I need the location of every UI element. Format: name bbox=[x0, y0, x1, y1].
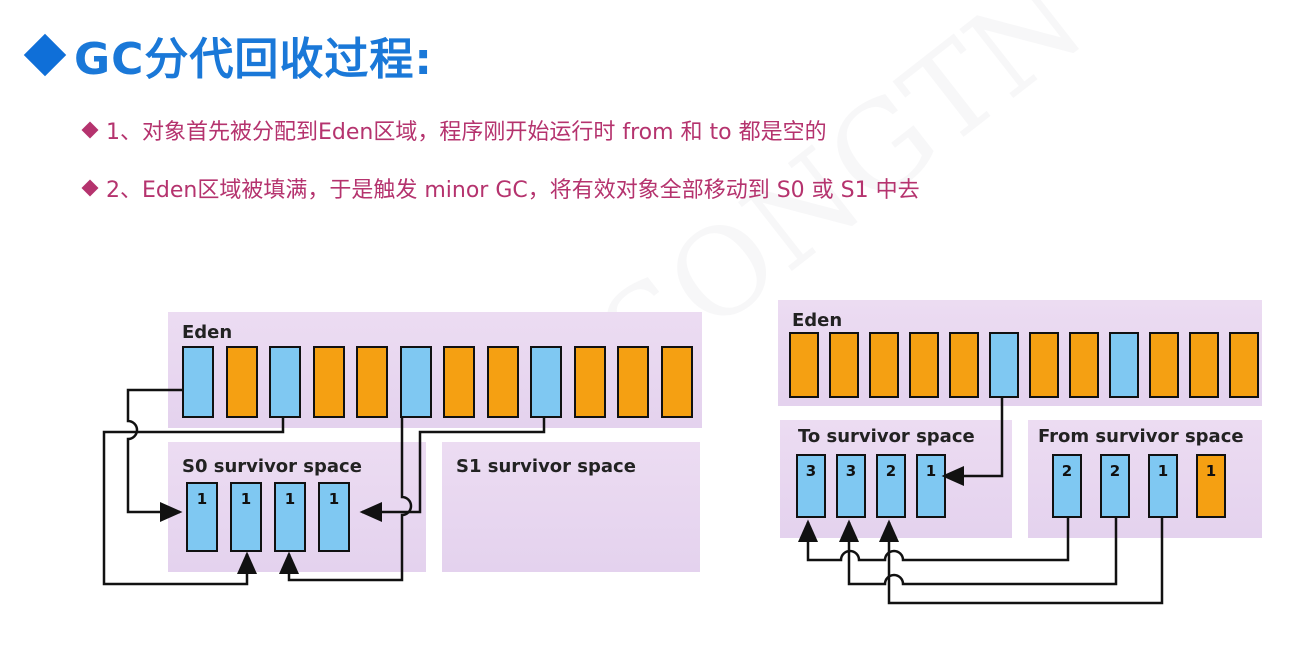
right-to-cell-2: 3 bbox=[836, 454, 866, 518]
right-line-from3-to-to bbox=[879, 518, 1164, 605]
left-eden-cell-6 bbox=[399, 346, 432, 418]
right-eden-label: Eden bbox=[792, 310, 843, 331]
left-eden-cell-12 bbox=[660, 346, 693, 418]
left-s0-cell-2: 1 bbox=[230, 482, 262, 552]
right-eden-cell-11 bbox=[1189, 332, 1219, 398]
left-line-eden6-to-s0 bbox=[279, 418, 413, 582]
right-line-from1-to-to bbox=[798, 518, 1070, 562]
right-eden-cell-1 bbox=[789, 332, 819, 398]
left-eden-cell-4 bbox=[312, 346, 345, 418]
page-title: GC分代回收过程: bbox=[23, 24, 434, 86]
right-eden-cell-6 bbox=[989, 332, 1019, 398]
right-eden-cell-7 bbox=[1029, 332, 1059, 398]
right-eden-cell-2 bbox=[829, 332, 859, 398]
left-s0-cell-1: 1 bbox=[186, 482, 218, 552]
right-from-cell-2: 2 bbox=[1100, 454, 1130, 518]
right-line-eden-to-to1 bbox=[941, 396, 1004, 486]
right-eden-cell-4 bbox=[909, 332, 939, 398]
left-s0-label: S0 survivor space bbox=[182, 456, 362, 477]
left-eden-cell-11 bbox=[617, 346, 649, 418]
left-eden-cell-5 bbox=[356, 346, 388, 418]
left-s0-cell-4: 1 bbox=[318, 482, 350, 552]
left-line-eden1-to-s0 bbox=[126, 388, 183, 522]
left-eden-cell-9 bbox=[530, 346, 562, 418]
left-eden-cell-10 bbox=[573, 346, 606, 418]
left-eden-cell-7 bbox=[443, 346, 475, 418]
left-eden-label: Eden bbox=[182, 322, 233, 343]
left-s1-panel: S1 survivor space bbox=[442, 442, 700, 572]
bullet-item-2: 2、Eden区域被填满，于是触发 minor GC，将有效对象全部移动到 S0 … bbox=[81, 172, 920, 204]
left-line-eden3-to-s0 bbox=[102, 418, 285, 586]
right-from-cell-4: 1 bbox=[1196, 454, 1226, 518]
right-line-from2-to-to bbox=[839, 518, 1118, 586]
left-line-eden9-to-s0 bbox=[359, 418, 546, 522]
left-eden-cell-2 bbox=[225, 346, 258, 418]
left-eden-cell-8 bbox=[486, 346, 519, 418]
right-eden-cell-8 bbox=[1069, 332, 1099, 398]
right-to-cell-1: 3 bbox=[796, 454, 826, 518]
right-eden-cell-12 bbox=[1229, 332, 1259, 398]
right-eden-cell-9 bbox=[1109, 332, 1139, 398]
right-from-label: From survivor space bbox=[1038, 426, 1244, 447]
right-to-cell-3: 2 bbox=[876, 454, 906, 518]
left-s0-cell-3: 1 bbox=[274, 482, 306, 552]
title-text: GC分代回收过程: bbox=[74, 34, 434, 85]
right-to-cell-4: 1 bbox=[916, 454, 946, 518]
right-to-label: To survivor space bbox=[798, 426, 975, 447]
right-eden-cell-5 bbox=[949, 332, 979, 398]
right-from-cell-1: 2 bbox=[1052, 454, 1082, 518]
left-eden-cell-1 bbox=[182, 346, 214, 418]
bullet-item-1: 1、对象首先被分配到Eden区域，程序刚开始运行时 from 和 to 都是空的 bbox=[81, 114, 827, 146]
right-eden-cell-10 bbox=[1149, 332, 1179, 398]
right-from-cell-3: 1 bbox=[1148, 454, 1178, 518]
bullet-text-2: 2、Eden区域被填满，于是触发 minor GC，将有效对象全部移动到 S0 … bbox=[106, 178, 920, 203]
right-eden-cell-3 bbox=[869, 332, 899, 398]
bullet-text-1: 1、对象首先被分配到Eden区域，程序刚开始运行时 from 和 to 都是空的 bbox=[106, 120, 827, 145]
left-s1-label: S1 survivor space bbox=[456, 456, 636, 477]
left-eden-cell-3 bbox=[269, 346, 301, 418]
